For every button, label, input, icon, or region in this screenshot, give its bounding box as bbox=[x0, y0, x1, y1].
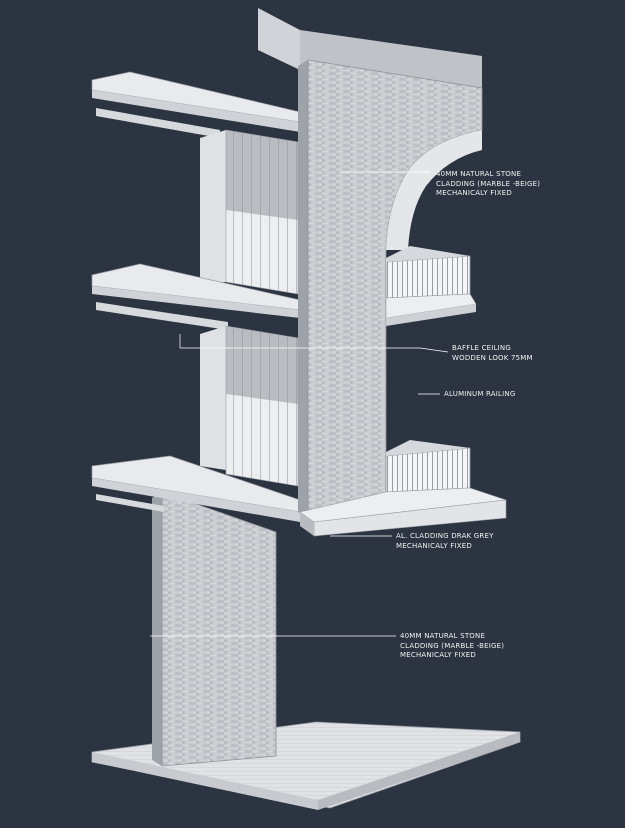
leader-lines bbox=[150, 171, 449, 637]
annotation-line: CLADDING (MARBLE -BEIGE) bbox=[436, 179, 541, 188]
lower-stone-column bbox=[152, 491, 277, 767]
lower-glazing bbox=[200, 325, 299, 487]
annotation-line: MECHANICALY FIXED bbox=[400, 651, 476, 660]
upper-glazing bbox=[200, 129, 299, 295]
roof-slab bbox=[91, 71, 301, 138]
annotation-line: WODDEN LOOK 75MM bbox=[452, 353, 533, 362]
annotation-stone-cladding-lower: 40MM NATURAL STONE CLADDING (MARBLE -BEI… bbox=[400, 632, 504, 661]
lower-balcony bbox=[299, 440, 507, 537]
annotation-line: BAFFLE CEILING bbox=[452, 344, 511, 352]
middle-slab bbox=[91, 263, 301, 330]
annotation-al-cladding: AL. CLADDING DRAK GREY MECHANICALY FIXED bbox=[396, 532, 494, 551]
annotation-line: 40MM NATURAL STONE bbox=[400, 632, 486, 640]
annotation-line: CLADDING (MARBLE -BEIGE) bbox=[400, 641, 505, 650]
upper-balcony bbox=[385, 246, 477, 326]
annotation-stone-cladding-upper: 40MM NATURAL STONE CLADDING (MARBLE -BEI… bbox=[436, 170, 540, 199]
leader-baffle bbox=[180, 347, 449, 353]
annotation-line: ALUMINUM RAILING bbox=[444, 390, 516, 398]
annotation-line: MECHANICALY FIXED bbox=[396, 541, 472, 550]
annotation-line: 40MM NATURAL STONE bbox=[436, 170, 522, 178]
annotation-line: AL. CLADDING DRAK GREY bbox=[396, 532, 494, 540]
annotation-baffle-ceiling: BAFFLE CEILING WODDEN LOOK 75MM bbox=[452, 344, 533, 363]
stone-tower bbox=[298, 59, 483, 517]
annotation-aluminum-railing: ALUMINUM RAILING bbox=[444, 390, 515, 400]
first-floor-slab bbox=[91, 455, 301, 522]
annotation-line: MECHANICALY FIXED bbox=[436, 189, 512, 198]
